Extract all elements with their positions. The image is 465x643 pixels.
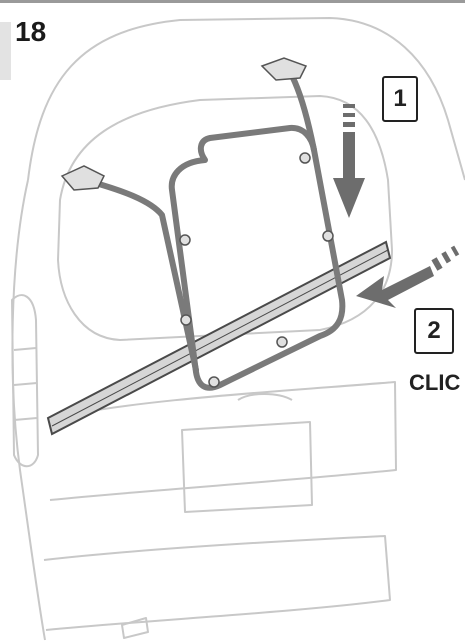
push-arrow — [356, 245, 460, 308]
left-tail-light — [11, 294, 39, 468]
bumper-outline — [43, 535, 391, 631]
rack-mounts — [60, 57, 334, 388]
down-arrow — [333, 104, 365, 218]
cross-rail — [46, 240, 392, 436]
step-callout-1: 1 — [382, 76, 418, 122]
license-plate-recess — [181, 421, 313, 513]
step-accent-bar — [0, 22, 11, 80]
rack-left-arm — [89, 179, 199, 373]
right-hook — [260, 57, 308, 81]
click-label: CLIC — [409, 370, 461, 395]
door-handle — [237, 393, 293, 401]
step-number: 18 — [15, 16, 47, 47]
rear-step-plate — [121, 617, 149, 639]
van-roof-outline — [27, 17, 465, 181]
rack-right-arm — [287, 69, 317, 153]
van-body — [11, 17, 465, 641]
tailgate-lower — [47, 381, 397, 501]
left-hook — [60, 165, 106, 191]
rack-outer-frame — [168, 124, 346, 391]
step-callout-2: 2 — [414, 308, 454, 354]
rear-window-outline — [57, 95, 393, 341]
van-left-side — [11, 179, 46, 641]
top-divider — [0, 0, 465, 3]
